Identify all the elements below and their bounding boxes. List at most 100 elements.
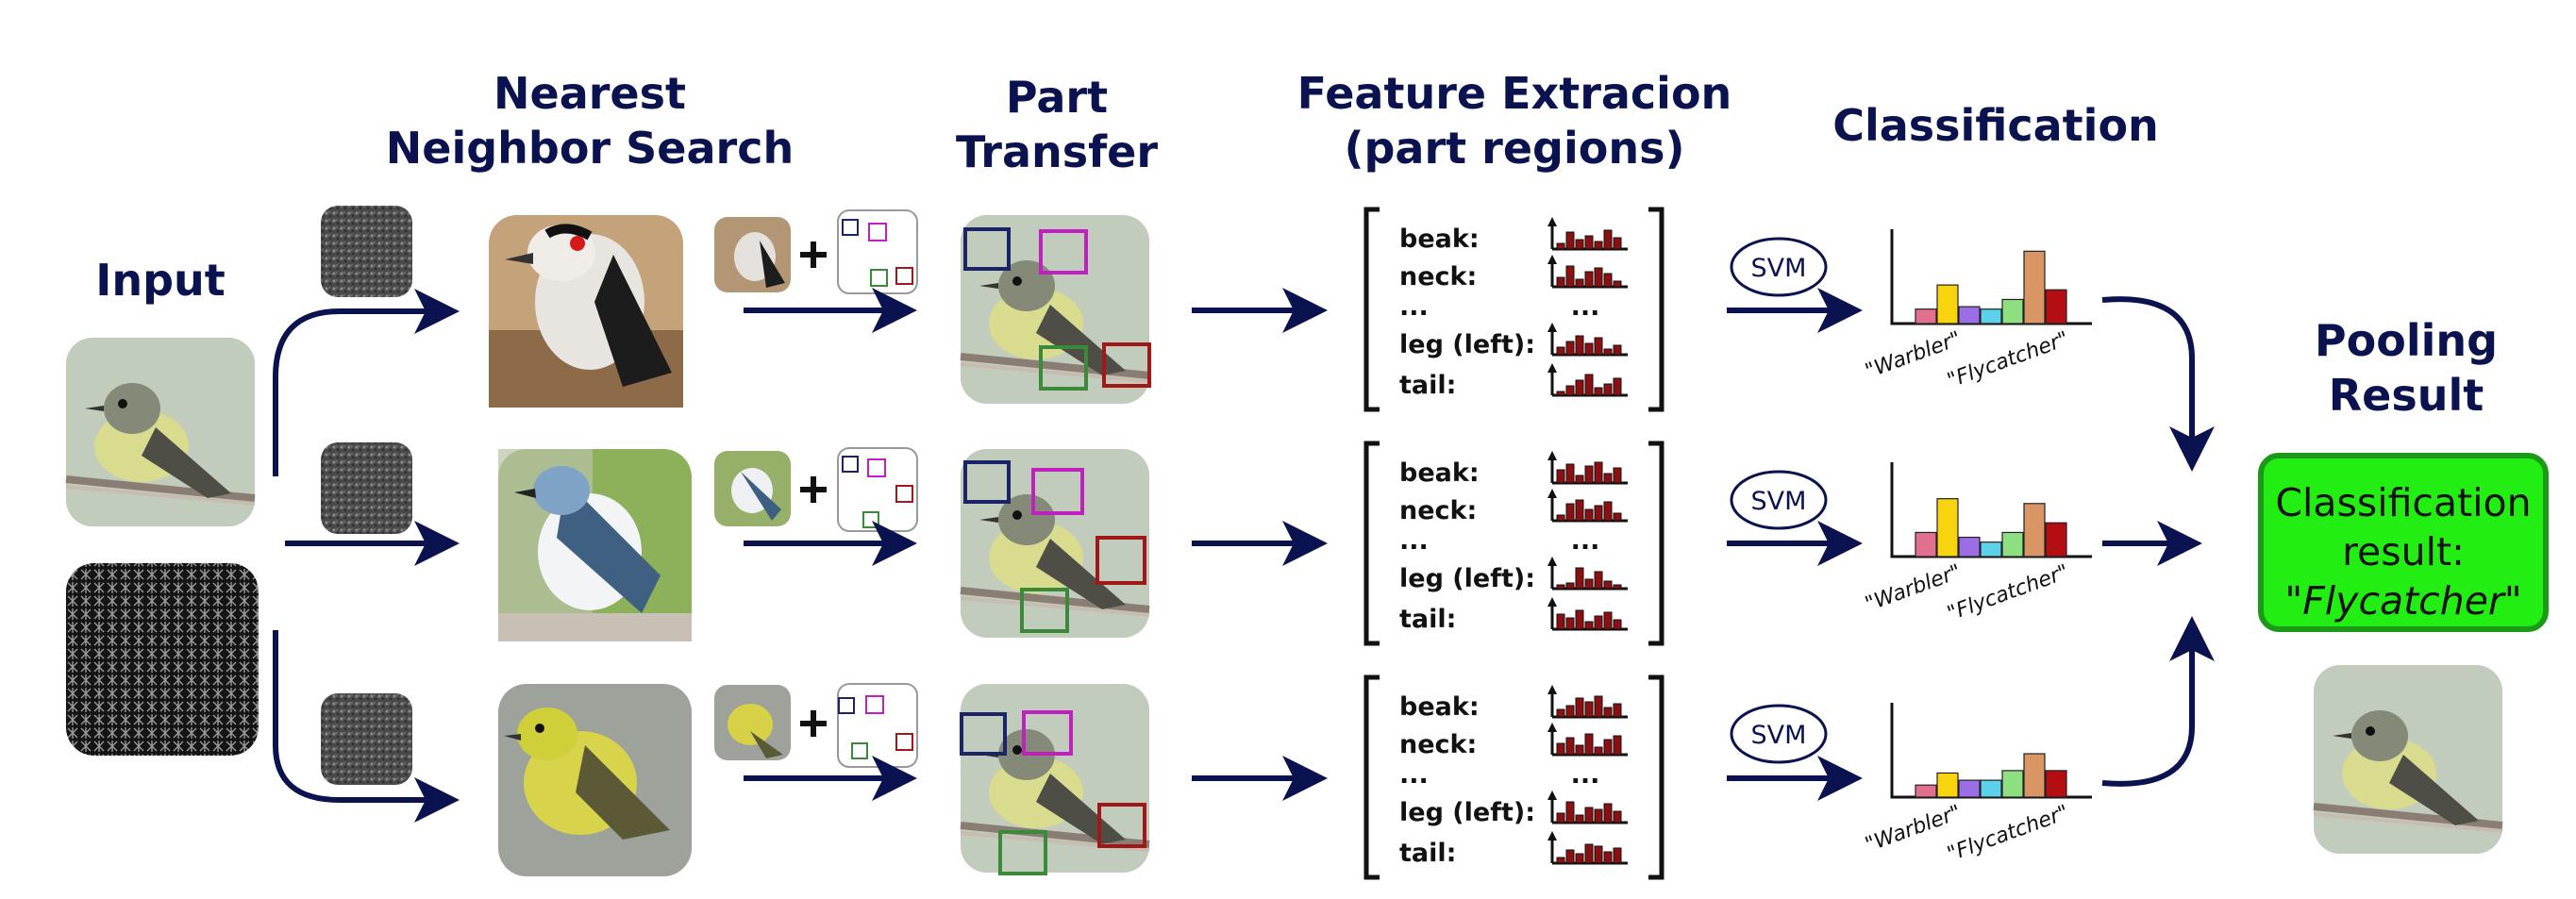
neighbor-bird-blue-warbler — [498, 449, 692, 641]
histogram-bar — [1575, 744, 1584, 756]
part-transfer-bird-1 — [961, 215, 1149, 404]
histogram-bar — [1603, 383, 1613, 396]
histogram-bar — [1556, 613, 1565, 630]
histogram-bar — [1613, 237, 1622, 250]
histogram-bar — [1613, 377, 1622, 396]
chart-bar — [1980, 779, 2002, 798]
classification-charts: "Warbler""Flycatcher" "Warbler""Flycatche… — [1863, 229, 2092, 867]
histogram-arrow-icon — [1547, 831, 1557, 841]
arrow-input-to-neighbor-3 — [273, 630, 460, 823]
histogram-bar — [1584, 374, 1594, 396]
histogram-bar — [1613, 512, 1622, 522]
histogram-bar — [1565, 341, 1575, 356]
histogram-bar — [1556, 584, 1565, 590]
histogram-bar — [1594, 615, 1603, 630]
chart-bar — [1936, 284, 1959, 325]
histogram-bar — [1613, 810, 1622, 824]
histogram-arrow-icon — [1547, 791, 1557, 800]
chart-bar — [1980, 308, 2002, 325]
chart-bar — [2045, 522, 2067, 558]
feature-block-3: beak:neck:......leg (left):tail: — [1363, 674, 1664, 880]
header-feature-extraction: Feature Extracion (part regions) — [1279, 66, 1750, 175]
feature-histogram — [1547, 791, 1628, 824]
histogram-bar — [1594, 746, 1603, 756]
feature-block-1: beak:neck:......leg (left):tail: — [1363, 207, 1664, 412]
chart-bar — [1936, 772, 1959, 798]
histogram-bar — [1565, 801, 1575, 824]
header-part-line2: Transfer — [955, 126, 1159, 177]
histogram-arrow-icon — [1547, 597, 1557, 607]
part-transfer-bird-3 — [961, 684, 1149, 874]
result-quote-open: " — [2284, 578, 2303, 624]
histogram-bar — [1575, 474, 1584, 484]
svm-label-3: SVM — [1751, 721, 1807, 750]
feature-bracket-right — [1648, 207, 1664, 412]
feature-histogram — [1547, 451, 1628, 485]
histogram-bar — [1584, 701, 1594, 718]
feature-label: neck: — [1399, 496, 1477, 525]
part-template-2 — [837, 447, 918, 532]
feature-histogram — [1547, 831, 1628, 865]
hog-patch-1 — [321, 206, 412, 297]
hog-patch-3 — [321, 693, 412, 785]
header-feature-line2: (part regions) — [1344, 123, 1685, 174]
histogram-bar — [1603, 803, 1613, 824]
histogram-bar — [1556, 812, 1565, 824]
histogram-bar — [1613, 847, 1622, 864]
svm-badge-1: SVM — [1730, 237, 1828, 297]
classification-result-box: Classification result: "Flycatcher" — [2258, 453, 2549, 632]
chart-bar — [2023, 250, 2046, 325]
chart-bar — [2023, 503, 2046, 558]
hog-patch-2 — [321, 442, 412, 534]
histogram-bar — [1584, 621, 1594, 630]
header-feature-line1: Feature Extracion — [1296, 68, 1732, 119]
header-classification-text: Classification — [1832, 100, 2159, 151]
chart-bar — [2001, 770, 2024, 798]
svm-badge-3: SVM — [1730, 704, 1828, 764]
histogram-bar — [1613, 344, 1622, 356]
feature-label: leg (left): — [1399, 330, 1535, 359]
histogram-bar — [1575, 697, 1584, 718]
histogram-bar — [1565, 265, 1575, 288]
histogram-bar — [1575, 814, 1584, 824]
histogram-bar — [1575, 567, 1584, 590]
input-bird-image — [66, 338, 255, 526]
feature-histogram — [1547, 489, 1628, 523]
histogram-bar — [1613, 467, 1622, 484]
chart-bar — [2001, 531, 2024, 558]
chart-bar — [1958, 779, 1981, 798]
feature-bracket-left — [1363, 207, 1380, 412]
histogram-bar — [1584, 578, 1594, 590]
chart-category-label: "Flycatcher" — [1945, 801, 2072, 867]
part-transfer-bird-2 — [961, 449, 1149, 638]
histogram-bar — [1603, 707, 1613, 718]
chart-bar — [1915, 784, 1937, 798]
histogram-bar — [1556, 242, 1565, 250]
histogram-bar — [1584, 342, 1594, 356]
histogram-bar — [1594, 505, 1603, 522]
feature-vector-blocks: beak:neck:......leg (left):tail:beak:nec… — [1363, 207, 1664, 880]
input-hog-feature-image — [66, 563, 259, 756]
neighbor-thumb-2 — [714, 451, 791, 526]
bar-chart-3: "Warbler""Flycatcher" — [1863, 703, 2092, 867]
header-input-text: Input — [95, 255, 226, 306]
chart-bar — [2001, 298, 2024, 325]
histogram-bar — [1556, 469, 1565, 484]
histogram-bar — [1565, 231, 1575, 250]
histogram-bar — [1575, 335, 1584, 356]
header-nearest-neighbor: Nearest Neighbor Search — [363, 66, 816, 175]
histogram-bar — [1594, 241, 1603, 250]
header-pooling-line1: Pooling — [2314, 315, 2499, 366]
part-template-1 — [837, 209, 918, 294]
svm-label-2: SVM — [1751, 487, 1807, 516]
histogram-arrow-icon — [1547, 217, 1557, 226]
feature-label: tail: — [1399, 605, 1456, 634]
result-line3: "Flycatcher" — [2264, 576, 2543, 625]
chart-category-label: "Flycatcher" — [1945, 560, 2072, 626]
bar-chart-2: "Warbler""Flycatcher" — [1863, 462, 2092, 626]
feature-label: beak: — [1399, 225, 1480, 254]
chart-bar — [2045, 770, 2067, 798]
header-nearest-line1: Nearest — [493, 68, 686, 119]
histogram-bar — [1603, 611, 1613, 630]
